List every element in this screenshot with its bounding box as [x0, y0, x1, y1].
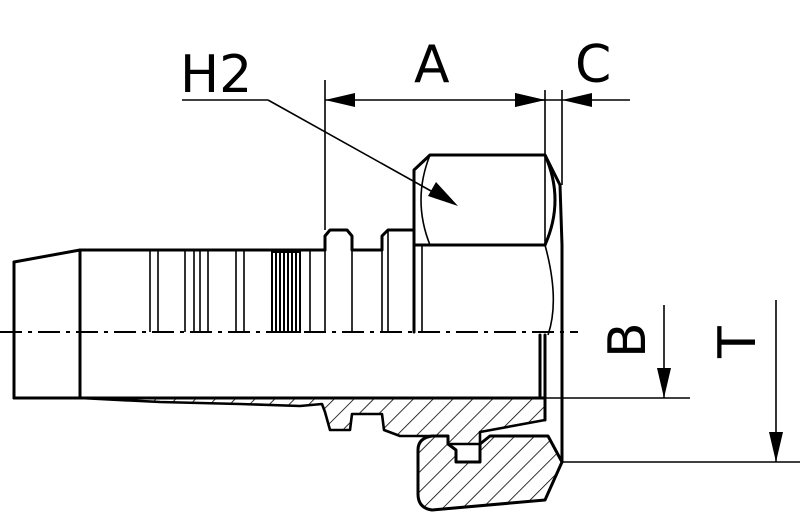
dimension-c — [515, 93, 630, 107]
label-b: B — [598, 322, 658, 358]
h2-leader — [182, 99, 458, 206]
dimension-b — [545, 305, 690, 399]
stem-section-hatch — [12, 396, 547, 446]
label-c: C — [575, 35, 611, 95]
stem-outline — [12, 228, 547, 422]
hex-nut — [412, 90, 564, 464]
label-h2: H2 — [180, 45, 252, 105]
label-a: A — [414, 35, 450, 95]
dimension-t — [562, 300, 800, 463]
label-t: T — [708, 326, 768, 359]
nut-section-hatch — [416, 434, 564, 512]
